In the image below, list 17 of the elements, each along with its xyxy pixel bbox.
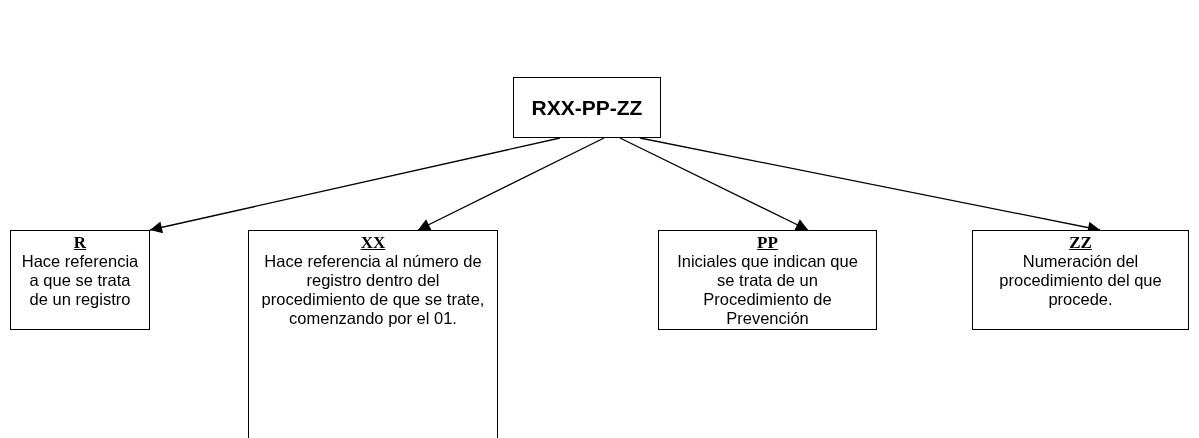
code-title: RXX-PP-ZZ	[531, 95, 643, 120]
arrow	[619, 137, 809, 231]
segment-description: Numeración del procedimiento del que procede.	[998, 252, 1163, 309]
segment-description: Hace referencia al número de registro dentro del procedimiento de que se trate, comenzando por el 01.	[260, 252, 486, 328]
arrow	[149, 137, 561, 234]
arrow	[417, 137, 605, 231]
segment-heading: XX	[360, 233, 386, 252]
segment-heading: PP	[757, 233, 778, 252]
segment-heading: ZZ	[1069, 233, 1092, 252]
segment-description: Iniciales que indican que se trata de un Procedimiento de Prevención	[676, 252, 859, 328]
segment-heading: R	[73, 233, 87, 252]
description-box	[658, 230, 877, 330]
segment-description: Hace referencia a que se trata de un registro	[20, 252, 140, 309]
description-box	[248, 230, 498, 438]
code-box	[513, 77, 661, 138]
description-box	[972, 230, 1189, 330]
description-box	[10, 230, 150, 330]
